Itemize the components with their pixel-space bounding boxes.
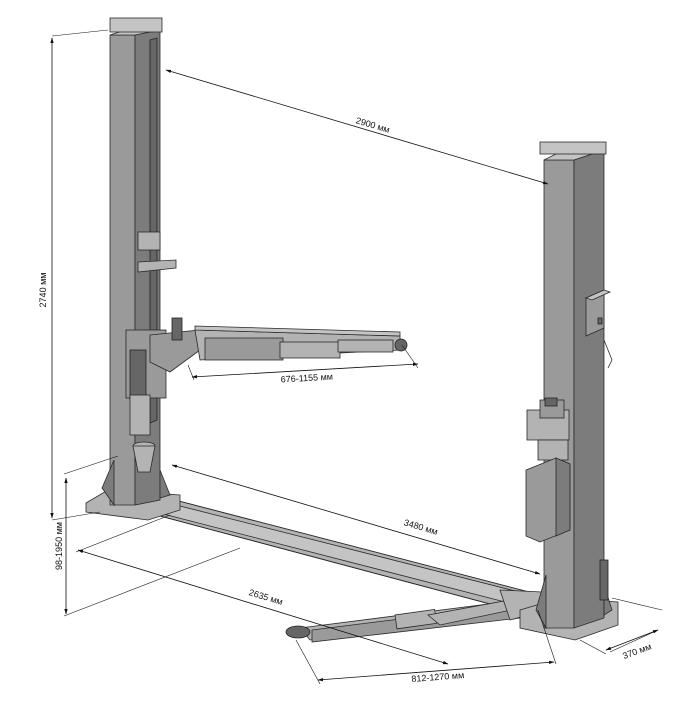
left-carriage xyxy=(125,231,177,473)
power-unit xyxy=(525,397,571,543)
control-box xyxy=(584,289,613,369)
dim-2740: 2740 мм xyxy=(38,29,109,521)
dim-3480-label: 3480 мм xyxy=(403,517,439,537)
dim-98-1950-label: 98-1950 мм xyxy=(54,522,64,570)
dim-812-1270: 812-1270 мм xyxy=(295,609,557,685)
dim-2900: 2900 мм xyxy=(165,69,549,185)
dim-812-1270-label: 812-1270 мм xyxy=(411,670,465,684)
left-long-arm xyxy=(285,589,543,643)
left-short-arm xyxy=(149,317,408,373)
dim-370-label: 370 мм xyxy=(621,641,653,661)
dim-676-1155: 676-1155 мм xyxy=(187,344,419,385)
dim-2740-label: 2740 мм xyxy=(38,273,48,308)
right-column xyxy=(519,141,619,641)
floor-cover-plate xyxy=(99,499,562,613)
dim-676-1155-label: 676-1155 мм xyxy=(280,372,333,385)
